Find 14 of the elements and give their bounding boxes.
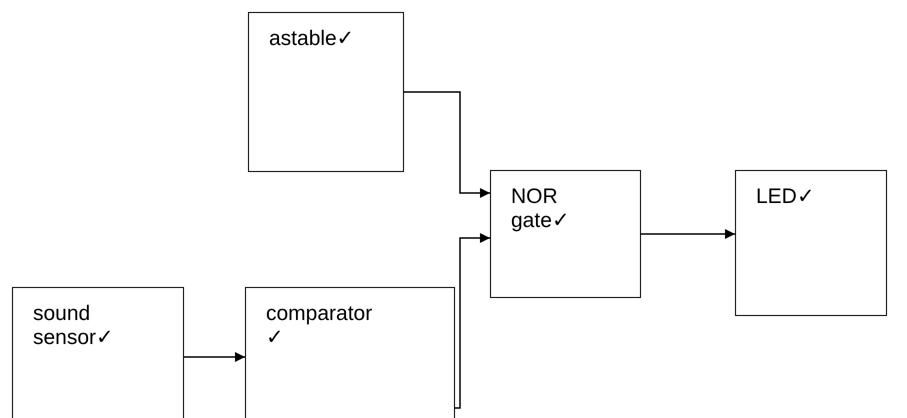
arrow: [184, 352, 245, 362]
block-box: [735, 170, 887, 316]
block-box: [245, 287, 455, 418]
block-label: sound sensor✓: [33, 302, 116, 350]
block-label: LED✓: [756, 185, 816, 209]
block-box: [12, 287, 184, 418]
block-label: astable✓: [269, 27, 356, 51]
block-label: comparator ✓: [266, 302, 374, 350]
block-box: [490, 170, 641, 298]
block-box: [248, 12, 404, 172]
block-label: NOR gate✓: [511, 185, 571, 233]
arrow: [641, 229, 735, 239]
arrow: [455, 233, 490, 409]
arrow: [404, 91, 490, 198]
